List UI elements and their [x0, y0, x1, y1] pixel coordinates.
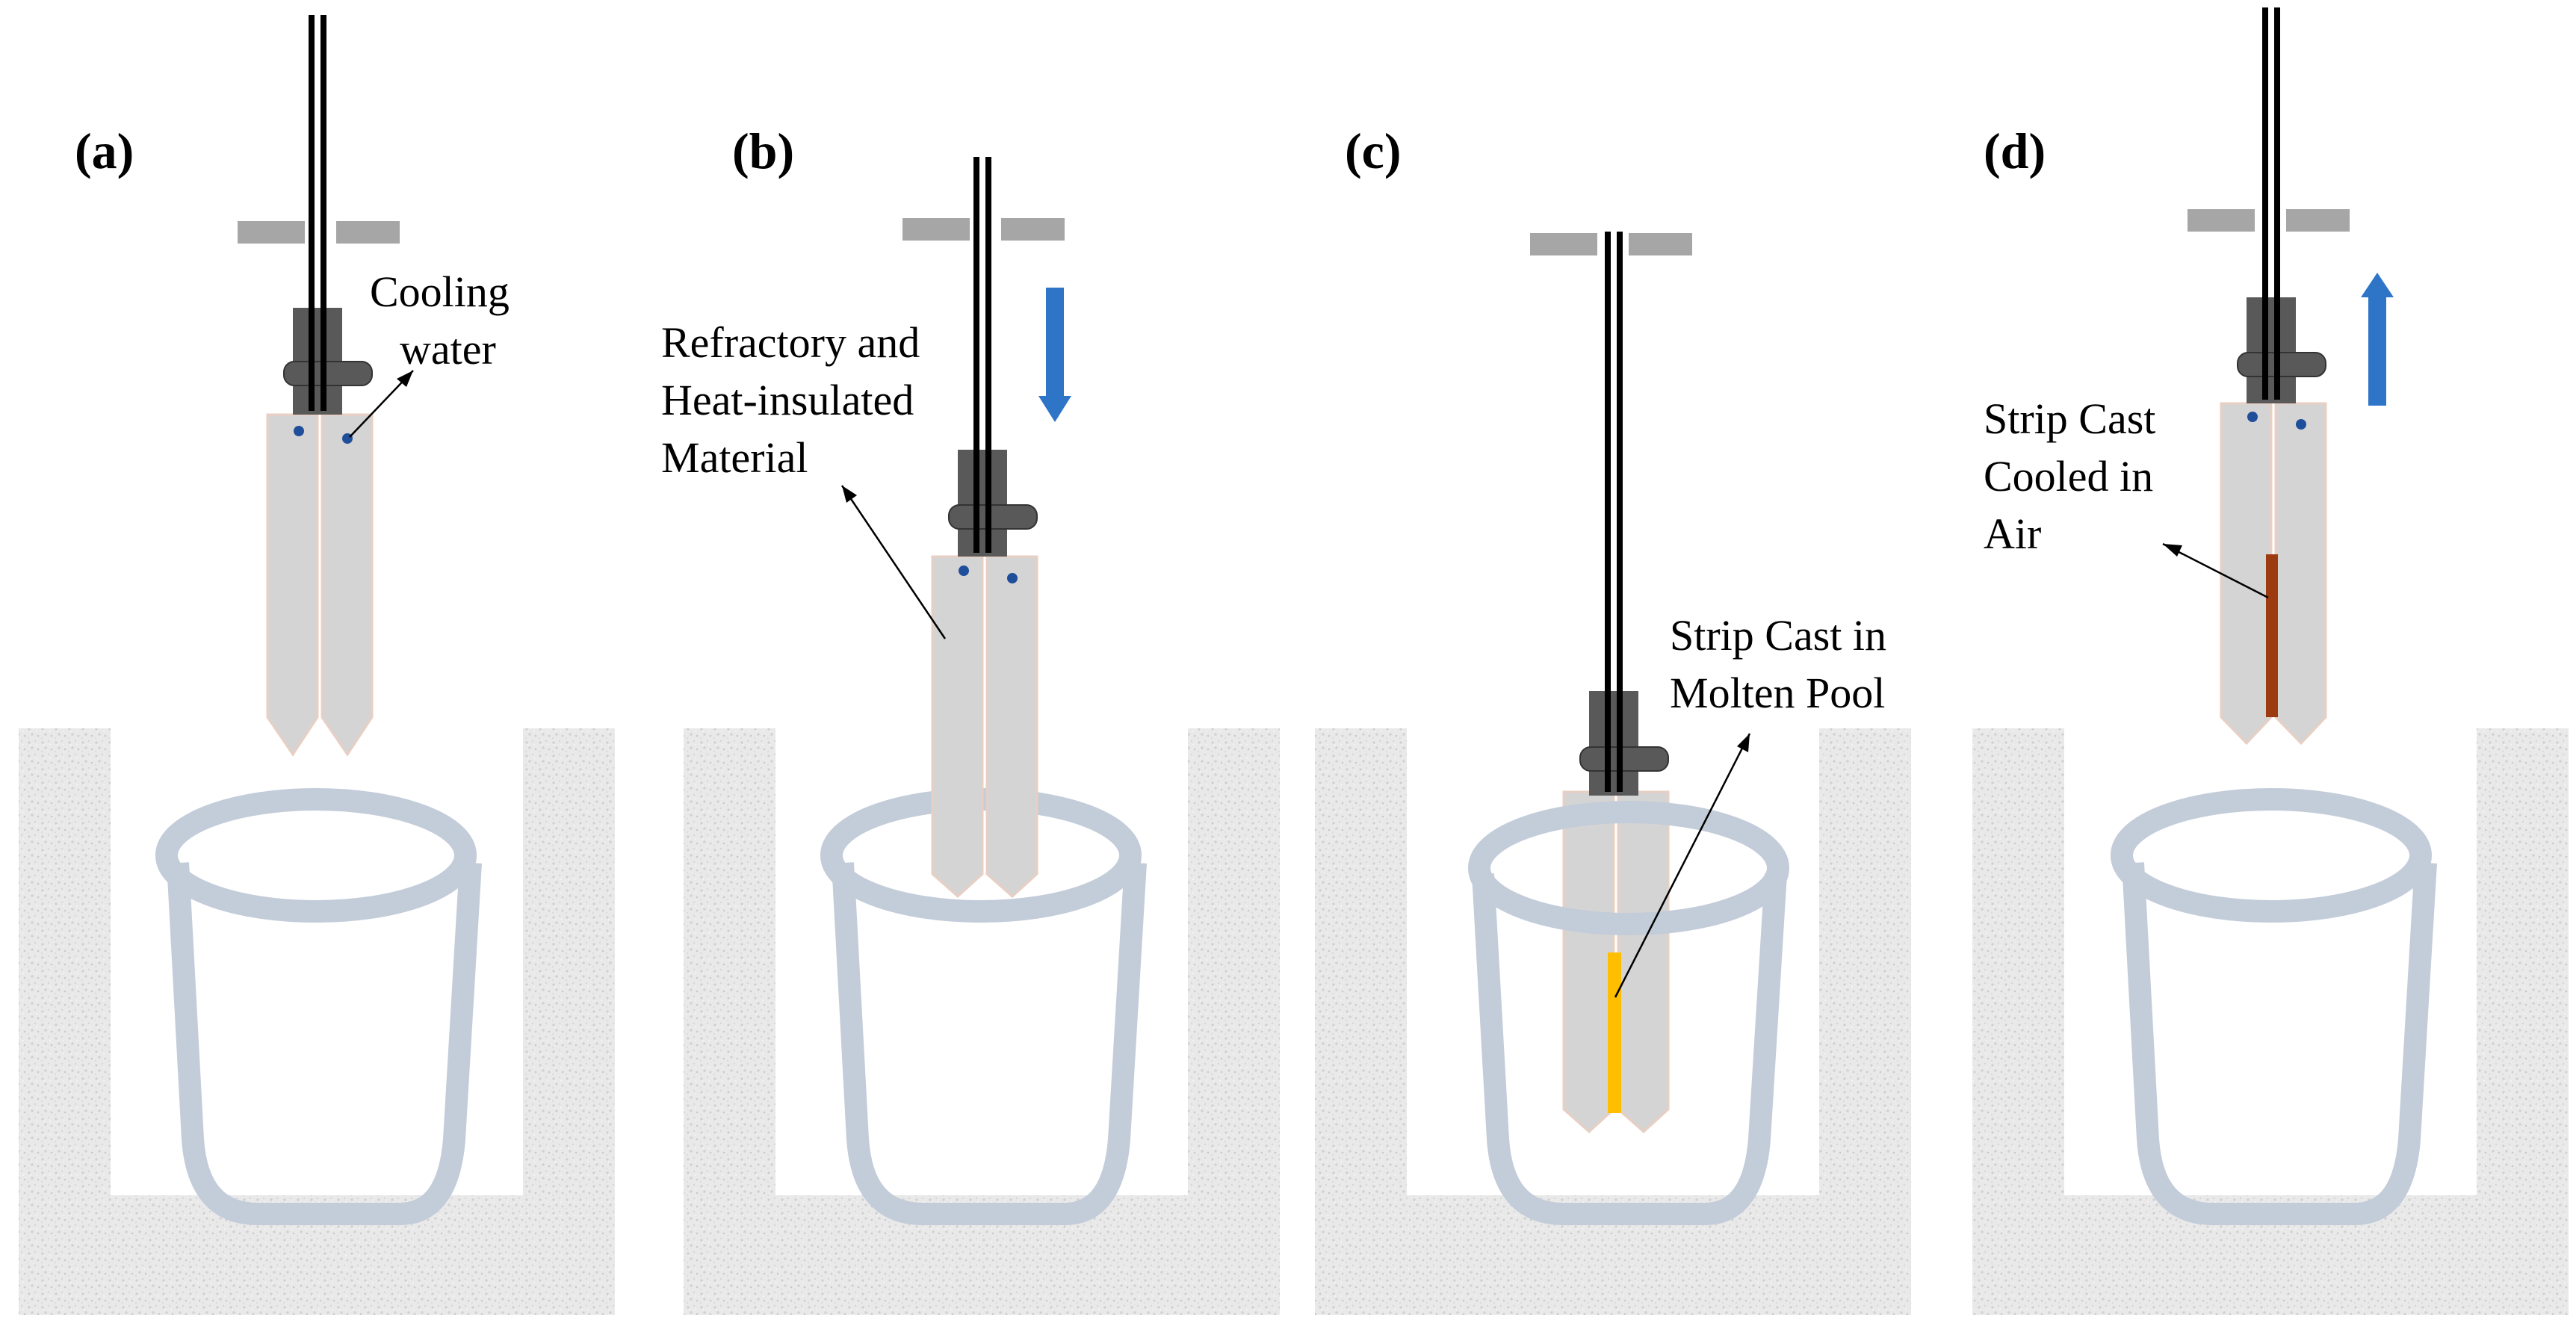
- strip-cast-cooled: [2266, 554, 2278, 717]
- panel-label: (a): [75, 123, 134, 179]
- annotation-line: Cooled in: [1984, 452, 2153, 501]
- panel-a: (a) Cooling water: [19, 15, 615, 1315]
- refractory-wall: [1315, 728, 1911, 1315]
- top-bar-left: [238, 221, 305, 244]
- strip-cast-molten: [1608, 952, 1621, 1113]
- rod: [309, 15, 326, 411]
- annotation-line: Heat-insulated: [661, 376, 914, 424]
- annotation-pointer: [2162, 542, 2269, 599]
- panel-label: (d): [1984, 123, 2046, 179]
- annotation-line: water: [400, 325, 496, 374]
- holder-block: [2247, 297, 2296, 403]
- panel-c: (c) Strip Cast in Molten Pool: [1315, 123, 1911, 1315]
- cooling-channel: [2296, 419, 2306, 430]
- down-arrow: [1038, 288, 1071, 422]
- rod: [2262, 7, 2280, 400]
- annotation-line: Air: [1984, 509, 2041, 558]
- annotation-line: Strip Cast: [1984, 394, 2155, 443]
- holder-pin: [2237, 352, 2326, 377]
- holder-block: [958, 450, 1007, 557]
- annotation-arrowhead: [1737, 734, 1750, 752]
- crucible-rim: [1468, 801, 1789, 935]
- holder-pin: [1579, 746, 1669, 772]
- annotation-arrowhead: [397, 371, 413, 387]
- annotation-line: Refractory and: [661, 318, 920, 367]
- panel-label: (b): [732, 123, 794, 179]
- panel-b: (b) Refractory and Heat-insulated Materi…: [661, 123, 1280, 1315]
- top-bar-right: [1001, 218, 1065, 241]
- panel-label: (c): [1345, 123, 1401, 179]
- top-bar-left: [902, 218, 970, 241]
- refractory-wall: [684, 728, 1280, 1315]
- mold: [1562, 790, 1670, 1134]
- mold: [2220, 402, 2327, 746]
- refractory-wall: [19, 728, 615, 1315]
- holder-pin: [283, 361, 373, 386]
- annotation-line: Molten Pool: [1670, 669, 1885, 717]
- annotation-line: Material: [661, 433, 808, 482]
- top-bar-right: [336, 221, 400, 244]
- panel-d: (d) Strip Cast Cooled in Air: [1972, 7, 2569, 1315]
- top-bar-right: [2286, 209, 2350, 232]
- annotation-arrowhead: [2163, 544, 2182, 557]
- crucible-back: [1472, 873, 1787, 1225]
- crucible: [2111, 788, 2437, 1225]
- cooling-channel: [294, 426, 304, 436]
- annotation-line: Strip Cast in: [1670, 611, 1886, 660]
- holder-pin: [948, 504, 1038, 530]
- up-arrow: [2361, 273, 2394, 406]
- annotation-arrowhead: [842, 486, 857, 503]
- crucible: [155, 788, 482, 1225]
- refractory-wall: [1972, 728, 2569, 1315]
- annotation-pointer: [840, 485, 947, 639]
- mold: [266, 413, 374, 757]
- cooling-channel: [959, 566, 969, 576]
- holder-block: [1589, 691, 1638, 796]
- top-bar-left: [2188, 209, 2255, 232]
- annotation-line: Cooling: [370, 267, 510, 316]
- annotation-pointer: [1614, 733, 1751, 998]
- mold: [931, 555, 1038, 899]
- top-bar-right: [1629, 233, 1692, 255]
- cooling-channel: [2247, 412, 2258, 422]
- cooling-channel: [1007, 573, 1018, 583]
- top-bar-left: [1530, 233, 1597, 255]
- rod: [973, 157, 991, 553]
- rod: [1605, 232, 1623, 792]
